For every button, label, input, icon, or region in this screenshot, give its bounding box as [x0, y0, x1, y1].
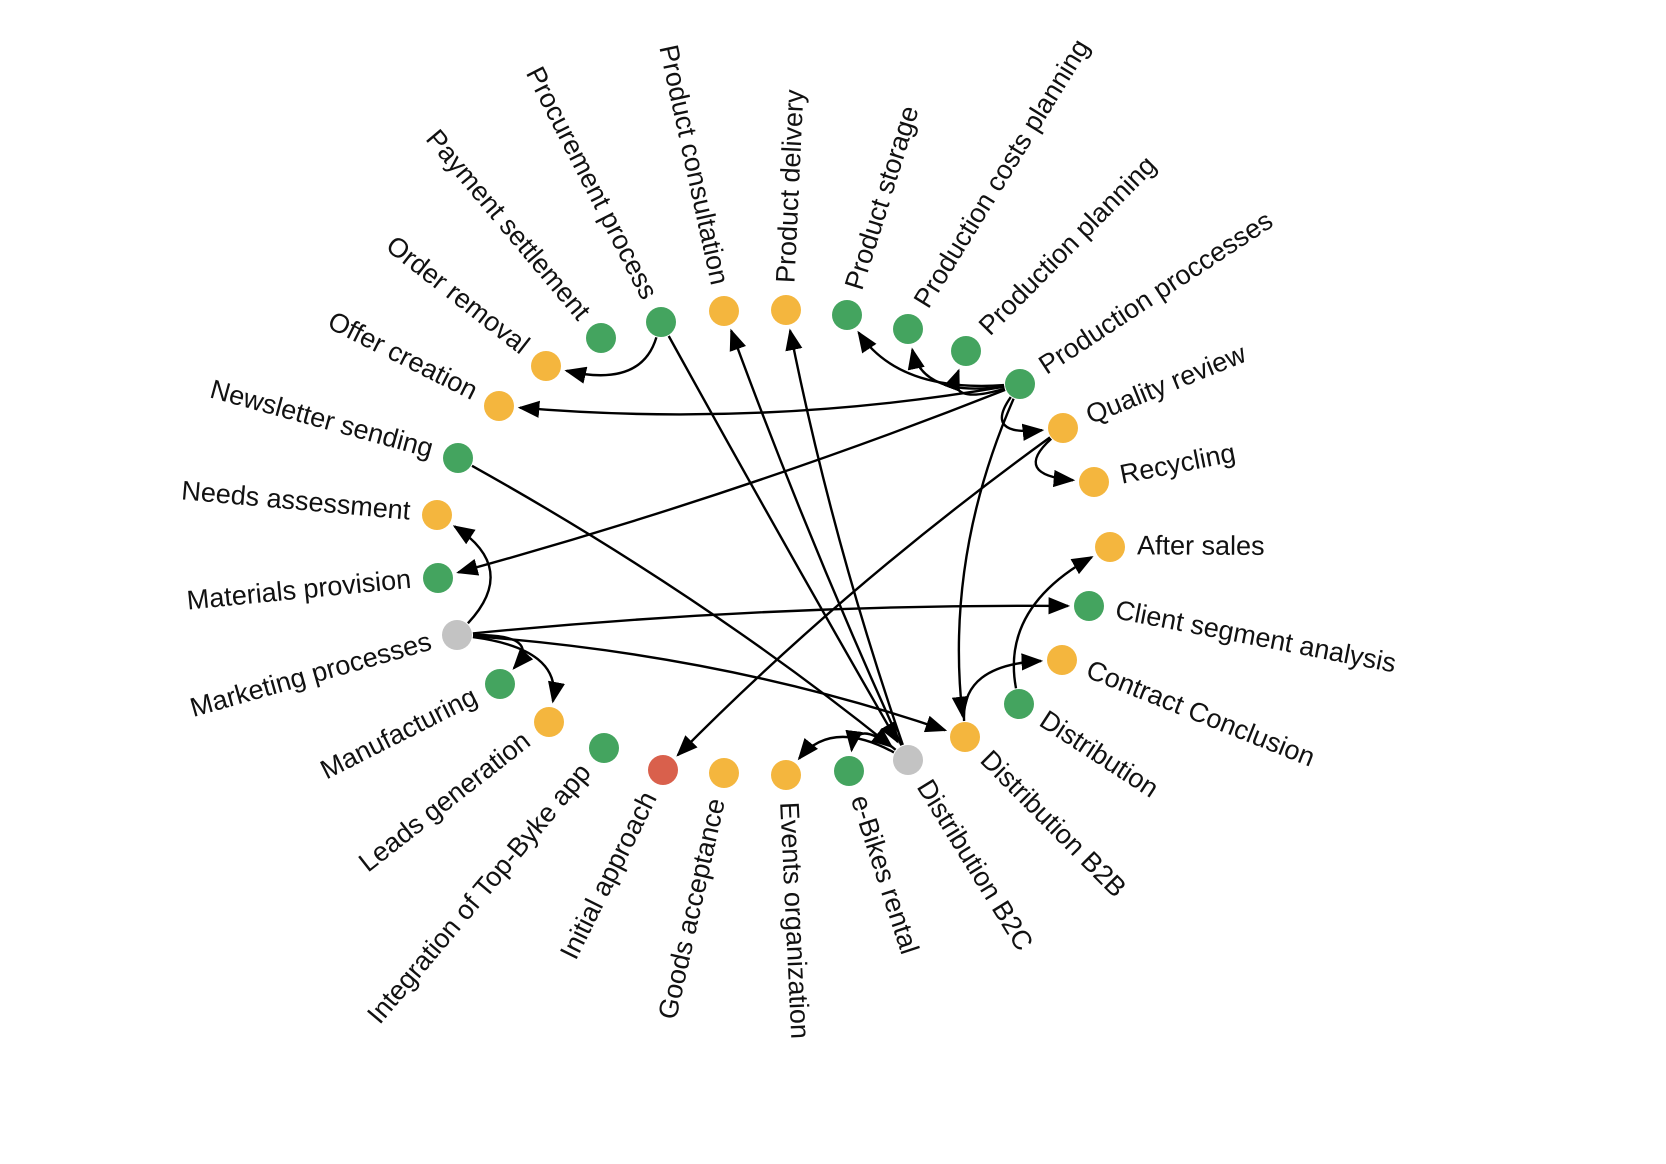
edge-marketing-processes-to-needs-assessment	[452, 525, 492, 625]
node-distribution	[1004, 689, 1034, 719]
label-offer-creation: Offer creation	[323, 306, 482, 406]
node-contract-conclusion	[1047, 645, 1077, 675]
edge-production-proccesses-to-distribution-b2b	[951, 398, 1015, 719]
edge-production-proccesses-to-quality-review	[1000, 396, 1045, 441]
label-client-segment-analysis: Client segment analysis	[1113, 595, 1399, 679]
edge-distribution-b2c-to-product-consultation	[729, 328, 903, 746]
node-product-delivery	[771, 295, 801, 325]
label-initial-approach: Initial approach	[554, 787, 663, 964]
edge-marketing-processes-to-manufacturing	[472, 633, 534, 670]
node-initial-approach	[648, 755, 678, 785]
label-product-storage: Product storage	[839, 102, 925, 293]
edge-marketing-processes-to-client-segment-analysis	[472, 597, 1071, 635]
node-procurement-process	[646, 307, 676, 337]
edge-marketing-processes-to-leads-generation	[472, 635, 565, 704]
edge-newsletter-sending-to-distribution-b2c	[471, 464, 894, 749]
node-product-storage	[832, 300, 862, 330]
label-newsletter-sending: Newsletter sending	[207, 374, 436, 464]
node-newsletter-sending	[443, 443, 473, 473]
node-integration-top-byke-app	[589, 733, 619, 763]
label-manufacturing: Manufacturing	[316, 681, 482, 785]
edge-distribution-b2c-to-e-bikes-rental	[845, 729, 897, 753]
node-production-planning	[951, 336, 981, 366]
label-recycling: Recycling	[1117, 438, 1238, 490]
edges-layer	[452, 328, 1094, 761]
node-goods-acceptance	[709, 758, 739, 788]
node-e-bikes-rental	[834, 756, 864, 786]
node-needs-assessment	[422, 500, 452, 530]
node-manufacturing	[485, 669, 515, 699]
node-recycling	[1079, 467, 1109, 497]
node-production-costs-planning	[893, 314, 923, 344]
node-after-sales	[1095, 532, 1125, 562]
label-marketing-processes: Marketing processes	[187, 626, 435, 723]
edge-distribution-to-after-sales	[1012, 556, 1094, 689]
edge-production-proccesses-to-product-storage	[857, 330, 1005, 388]
node-production-proccesses	[1005, 369, 1035, 399]
edge-production-proccesses-to-materials-provision	[456, 388, 1006, 576]
node-quality-review	[1048, 413, 1078, 443]
label-product-consultation: Product consultation	[653, 42, 734, 287]
node-events-organization	[771, 760, 801, 790]
nodes-layer	[422, 295, 1125, 790]
node-order-removal	[531, 351, 561, 381]
label-materials-provision: Materials provision	[185, 564, 412, 616]
node-client-segment-analysis	[1074, 591, 1104, 621]
edge-production-proccesses-to-production-costs-planning	[907, 347, 1005, 390]
edge-quality-review-to-initial-approach	[676, 436, 1051, 757]
edge-distribution-b2b-to-contract-conclusion	[962, 653, 1044, 722]
node-payment-settlement	[586, 323, 616, 353]
edge-distribution-b2c-to-events-organization	[797, 735, 895, 761]
label-product-delivery: Product delivery	[770, 88, 809, 283]
node-marketing-processes	[442, 620, 472, 650]
node-distribution-b2c	[893, 745, 923, 775]
edge-quality-review-to-recycling	[1034, 437, 1076, 488]
label-production-costs-planning: Production costs planning	[908, 34, 1096, 313]
node-offer-creation	[484, 391, 514, 421]
label-integration-top-byke-app: Integration of Top-Byke app	[361, 758, 596, 1030]
node-product-consultation	[709, 296, 739, 326]
label-e-bikes-rental: e-Bikes rental	[845, 791, 925, 957]
label-quality-review: Quality review	[1082, 338, 1251, 430]
edge-distribution-b2c-to-product-delivery	[785, 328, 904, 746]
edge-procurement-process-to-distribution-b2c	[667, 335, 899, 744]
node-materials-provision	[423, 563, 453, 593]
node-leads-generation	[534, 707, 564, 737]
edge-procurement-process-to-order-removal	[564, 336, 658, 384]
label-needs-assessment: Needs assessment	[180, 475, 412, 525]
label-after-sales: After sales	[1137, 530, 1265, 561]
label-goods-acceptance: Goods acceptance	[653, 796, 731, 1022]
label-distribution: Distribution	[1034, 705, 1164, 804]
node-distribution-b2b	[950, 722, 980, 752]
label-events-organization: Events organization	[774, 801, 815, 1039]
